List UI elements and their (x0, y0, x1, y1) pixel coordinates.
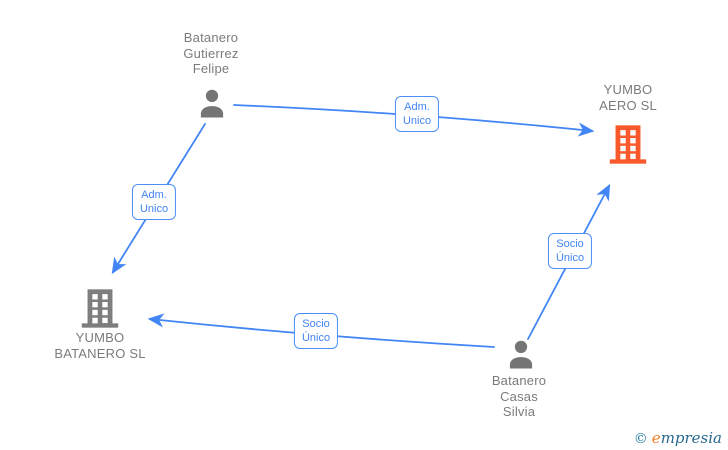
person-icon[interactable] (194, 86, 230, 122)
edge-label-socio-unico-aero[interactable]: Socio Único (547, 233, 593, 269)
edge-label-socio-unico-batanero[interactable]: Socio Único (293, 313, 339, 349)
edge-label-adm-unico-batanero[interactable]: Adm. Unico (131, 184, 177, 220)
building-icon-gray[interactable] (77, 287, 123, 330)
node-label-batanero-gutierrez-felipe[interactable]: Batanero Gutierrez Felipe (183, 30, 239, 76)
copyright-symbol: © (633, 431, 648, 447)
brand-letter-e: e (651, 429, 661, 447)
brand-wordmark: empresia (652, 429, 722, 447)
node-label-yumbo-batanero-sl[interactable]: YUMBO BATANERO SL (54, 330, 146, 361)
person-icon[interactable] (503, 337, 539, 373)
edge-label-adm-unico-aero[interactable]: Adm. Unico (394, 96, 440, 132)
brand-rest: mpresia (660, 429, 722, 447)
empresia-logo[interactable]: © empresia (634, 429, 722, 447)
node-label-batanero-casas-silvia[interactable]: Batanero Casas Silvia (491, 373, 547, 419)
node-label-yumbo-aero-sl[interactable]: YUMBO AERO SL (599, 82, 657, 113)
building-icon-orange[interactable] (605, 123, 651, 166)
